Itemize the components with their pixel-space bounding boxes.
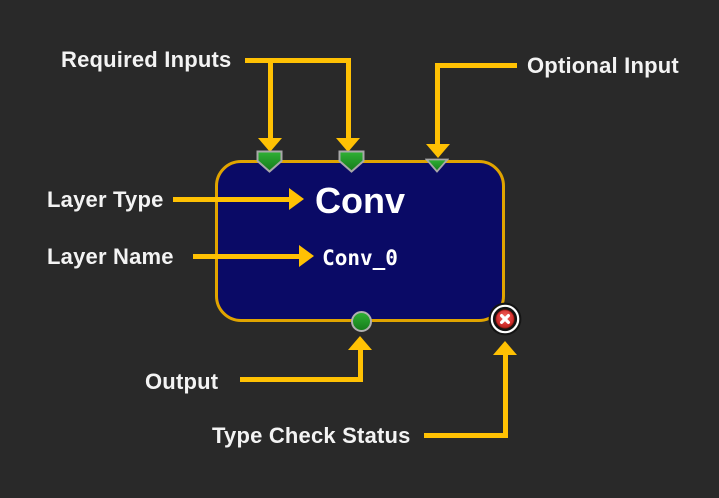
arrow-head-icon <box>289 188 304 210</box>
required-input-port-1[interactable] <box>256 150 283 173</box>
output-port[interactable] <box>350 310 373 333</box>
label-output: Output <box>145 369 219 394</box>
arrow-segment <box>358 350 363 382</box>
arrow-head-icon <box>336 138 360 152</box>
label-optional-input: Optional Input <box>527 53 679 78</box>
arrow-head-icon <box>493 341 517 355</box>
arrow-segment <box>245 58 351 63</box>
arrow-segment <box>240 377 363 382</box>
label-required-inputs: Required Inputs <box>61 47 232 72</box>
arrow-segment <box>435 63 440 144</box>
arrow-segment <box>435 63 517 68</box>
node-layer-name: Conv_0 <box>322 246 398 270</box>
required-input-port-icon <box>338 150 365 173</box>
error-status-icon <box>488 302 522 336</box>
arrow-segment <box>424 433 508 438</box>
arrow-segment <box>268 58 273 138</box>
arrow-segment <box>173 197 289 202</box>
arrow-head-icon <box>348 336 372 350</box>
arrow-head-icon <box>299 245 314 267</box>
required-input-port-icon <box>256 150 283 173</box>
output-port-icon <box>351 311 372 332</box>
arrow-head-icon <box>426 144 450 158</box>
conv-node[interactable]: Conv Conv_0 <box>215 160 505 322</box>
label-layer-type: Layer Type <box>47 187 164 212</box>
label-type-check-status: Type Check Status <box>212 423 411 448</box>
node-layer-type: Conv <box>315 180 405 221</box>
label-layer-name: Layer Name <box>47 244 174 269</box>
optional-input-port-icon <box>425 158 449 173</box>
type-check-status-button[interactable] <box>488 302 522 336</box>
arrow-segment <box>193 254 299 259</box>
required-input-port-2[interactable] <box>338 150 365 173</box>
optional-input-port[interactable] <box>425 158 449 173</box>
arrow-segment <box>346 58 351 138</box>
arrow-segment <box>503 355 508 438</box>
arrow-head-icon <box>258 138 282 152</box>
